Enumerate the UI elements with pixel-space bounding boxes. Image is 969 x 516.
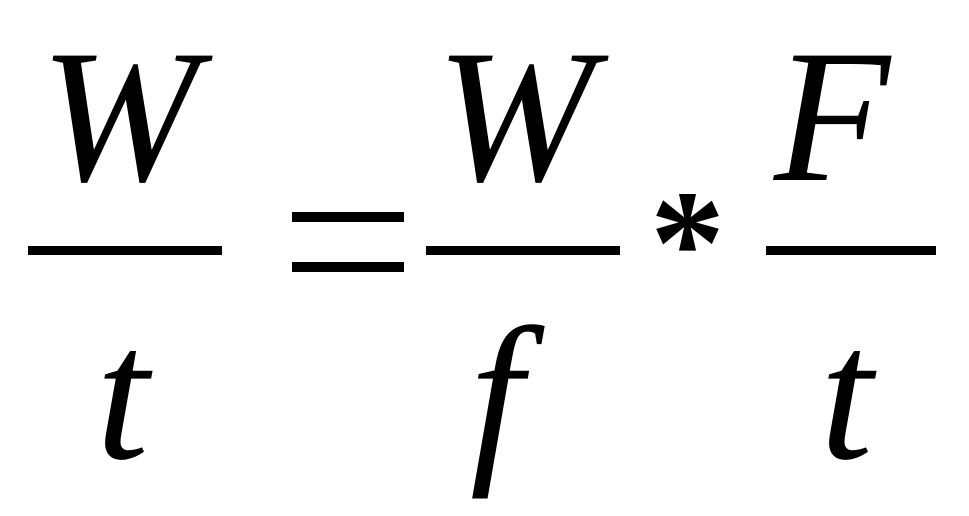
equals-sign-bottom-bar <box>292 262 404 272</box>
lhs-denominator: t <box>96 290 149 500</box>
rhs-fraction-1-denominator: f <box>470 290 523 500</box>
lhs-fraction-bar <box>28 246 222 255</box>
lhs-numerator: W <box>40 12 199 222</box>
multiply-operator: * <box>650 160 725 326</box>
equals-sign-top-bar <box>292 212 404 222</box>
rhs-fraction-1-bar <box>426 246 620 255</box>
rhs-fraction-2-denominator: t <box>820 290 873 500</box>
rhs-fraction-1-numerator: W <box>436 12 595 222</box>
rhs-fraction-2-numerator: F <box>774 12 891 222</box>
rhs-fraction-2-bar <box>766 246 936 255</box>
